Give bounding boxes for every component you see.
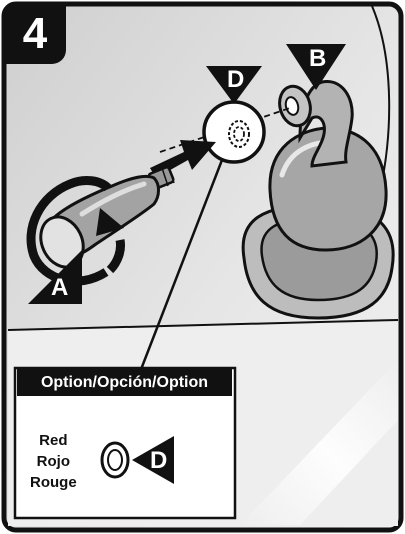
callout-a-label: A <box>51 274 69 301</box>
washer-outline <box>228 120 250 148</box>
stem-thread <box>161 164 175 187</box>
deck-sheen <box>240 360 398 525</box>
callout-d-label: D <box>227 66 245 93</box>
red-washer-outer <box>100 441 130 479</box>
handle-highlight <box>79 181 147 217</box>
rotate-arrow-head <box>96 208 124 236</box>
callout-d-inset-triangle <box>132 436 174 484</box>
washer-color-label: Red Rojo Rouge <box>30 430 77 493</box>
color-spanish: Rojo <box>36 453 70 470</box>
callout-b-triangle <box>286 44 346 90</box>
leader-line <box>138 159 224 373</box>
callout-d-triangle <box>206 66 262 104</box>
inset-title: Option/Opción/Option <box>17 369 232 396</box>
callout-b-label: B <box>309 45 327 72</box>
step-number-badge: 4 <box>4 4 66 64</box>
color-english: Red <box>39 432 68 449</box>
deck-edge <box>7 319 399 331</box>
color-french: Rouge <box>30 474 77 491</box>
callout-a-triangle <box>28 250 82 304</box>
rotate-arrow-tail <box>106 239 125 274</box>
spout-hole <box>284 96 300 116</box>
washer-inner <box>233 126 245 142</box>
callout-d-inset-label: D <box>150 447 168 474</box>
red-washer-inner <box>107 449 123 471</box>
